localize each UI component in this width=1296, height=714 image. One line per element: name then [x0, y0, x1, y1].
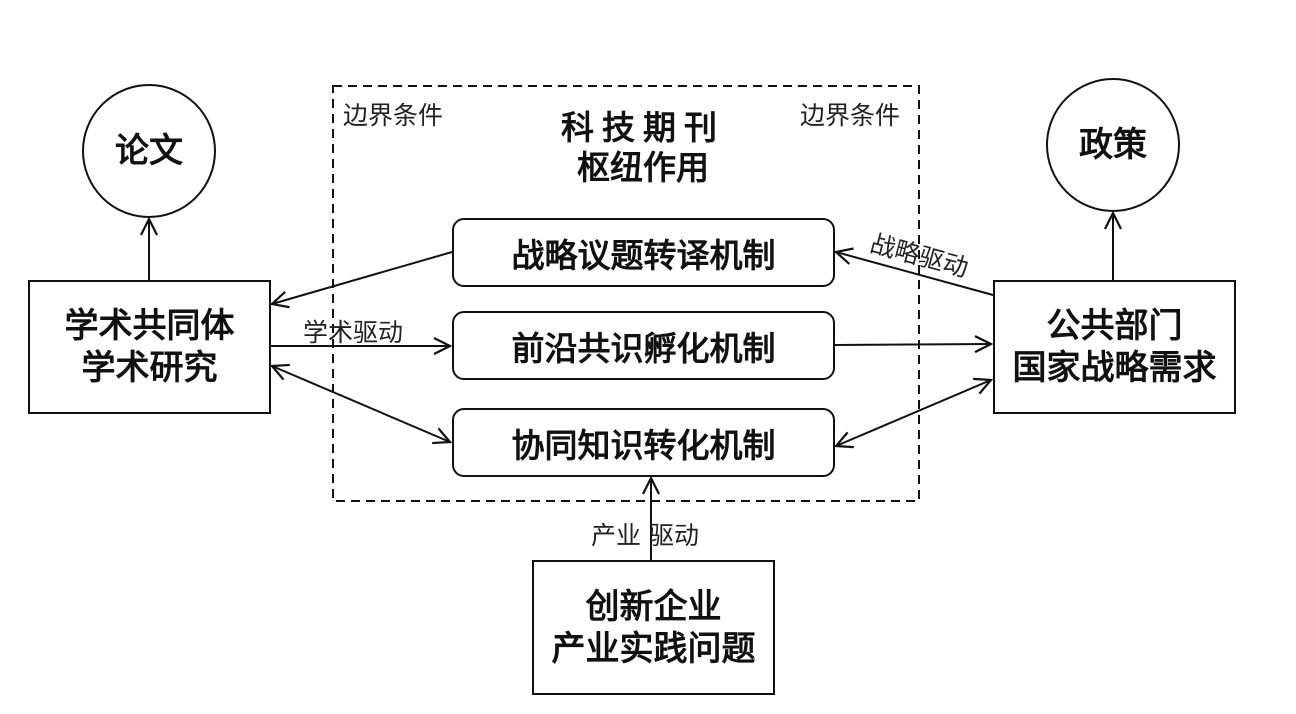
- arrow-consensus-mech-to-public: [833, 344, 991, 345]
- boundary-condition-label-left: 边界条件: [343, 101, 444, 130]
- hub-title: 科技期刊 枢纽作用: [452, 108, 834, 188]
- boundary-condition-label-right: 边界条件: [800, 101, 901, 130]
- hub-title-line2: 枢纽作用: [577, 148, 709, 187]
- mechanism-label: 战略议题转译机制: [511, 235, 776, 275]
- arrow-strategic-mech-to-academic: [272, 251, 453, 304]
- actor-academic-line2: 学术研究: [81, 348, 218, 388]
- mechanism-strategic-translation[interactable]: 战略议题转译机制: [452, 218, 835, 287]
- actor-academic-box[interactable]: 学术共同体 学术研究: [28, 280, 271, 414]
- hub-title-line1: 科技期刊: [561, 108, 725, 147]
- output-paper-label: 论文: [115, 131, 183, 171]
- actor-academic-line1: 学术共同体: [64, 306, 235, 346]
- driver-academic-label: 学术驱动: [303, 318, 404, 347]
- actor-public-line1: 公共部门: [1046, 306, 1183, 346]
- driver-industry-label: 产业 驱动: [591, 521, 699, 550]
- actor-public-line2: 国家战略需求: [1012, 348, 1217, 388]
- actor-industry-line1: 创新企业: [585, 586, 722, 627]
- mechanism-knowledge-transformation[interactable]: 协同知识转化机制: [452, 408, 835, 477]
- actor-public-box[interactable]: 公共部门 国家战略需求: [993, 280, 1236, 414]
- arrow-public-collab-mech: [836, 380, 991, 446]
- mechanism-consensus-incubation[interactable]: 前沿共识孵化机制: [452, 311, 835, 380]
- boundary-frame: [332, 85, 920, 502]
- output-policy-circle[interactable]: 政策: [1046, 78, 1180, 212]
- mechanism-label: 协同知识转化机制: [511, 425, 776, 465]
- actor-industry-line2: 产业实践问题: [551, 628, 756, 669]
- arrow-public-to-strategic-mech: [836, 252, 994, 296]
- actor-industry-box[interactable]: 创新企业 产业实践问题: [532, 560, 775, 695]
- output-policy-label: 政策: [1079, 125, 1147, 165]
- arrow-academic-collab-mech: [272, 366, 450, 442]
- mechanism-label: 前沿共识孵化机制: [511, 328, 776, 368]
- output-paper-circle[interactable]: 论文: [82, 84, 216, 218]
